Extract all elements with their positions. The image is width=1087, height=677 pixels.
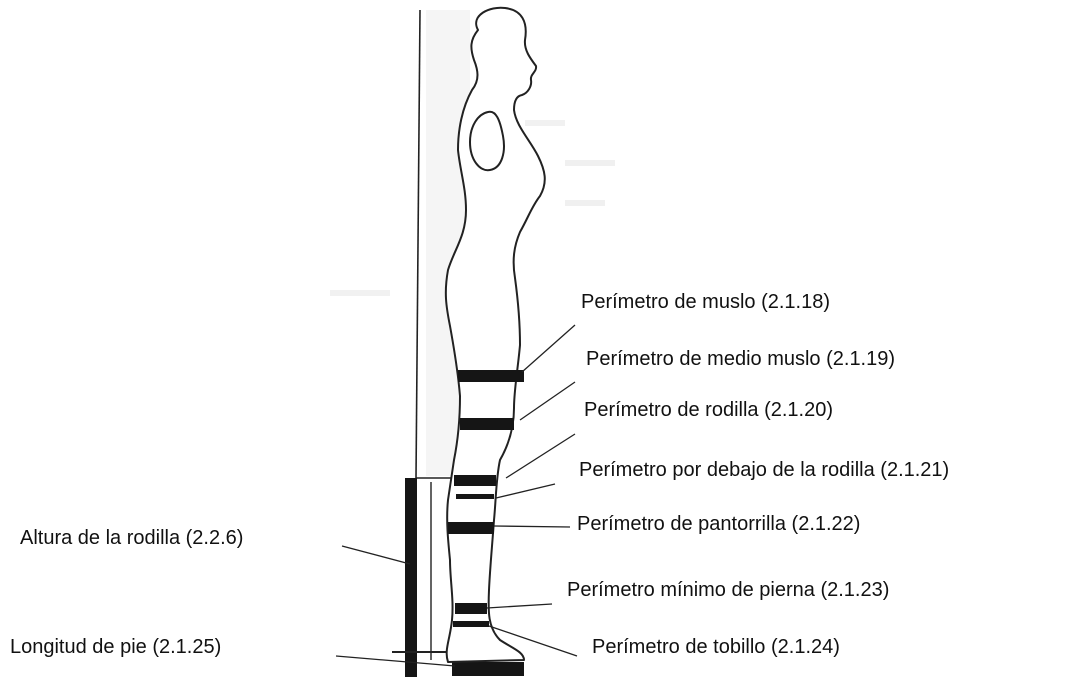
band-min-leg (455, 603, 487, 614)
band-ankle (453, 621, 489, 627)
label-ankle-perimeter: Perímetro de tobillo (2.1.24) (592, 636, 840, 658)
label-min-leg-perimeter: Perímetro mínimo de pierna (2.1.23) (567, 579, 890, 601)
label-below-knee-perimeter: Perímetro por debajo de la rodilla (2.1.… (579, 459, 950, 481)
band-knee (460, 418, 514, 430)
label-knee-perimeter: Perímetro de rodilla (2.1.20) (584, 399, 834, 421)
leader-foot-length (335, 655, 456, 667)
label-thigh-perimeter: Perímetro de muslo (2.1.18) (581, 291, 830, 313)
label-knee-height: Altura de la rodilla (2.2.6) (20, 527, 244, 549)
label-foot-length: Longitud de pie (2.1.25) (10, 636, 222, 658)
band-mid-thigh (458, 370, 524, 382)
leader-thigh (521, 324, 576, 373)
band-below-knee-2 (456, 494, 494, 499)
leader-ankle (488, 625, 578, 657)
arm-outline (469, 110, 505, 172)
measurement-bands (448, 370, 524, 627)
band-below-knee (454, 475, 496, 486)
label-mid-thigh-perimeter: Perímetro de medio muslo (2.1.19) (586, 348, 896, 370)
leader-calf (493, 525, 571, 528)
band-calf (448, 522, 494, 534)
label-calf-perimeter: Perímetro de pantorrilla (2.1.22) (577, 513, 861, 535)
leader-below-knee (495, 483, 556, 499)
leader-lines (335, 324, 578, 667)
leader-mid-thigh (519, 381, 576, 421)
background-scan-artifacts (330, 120, 615, 296)
knee-height-bar (405, 478, 432, 677)
leader-knee (505, 433, 576, 479)
leader-min-leg (486, 603, 553, 609)
leader-knee-height (341, 545, 411, 565)
